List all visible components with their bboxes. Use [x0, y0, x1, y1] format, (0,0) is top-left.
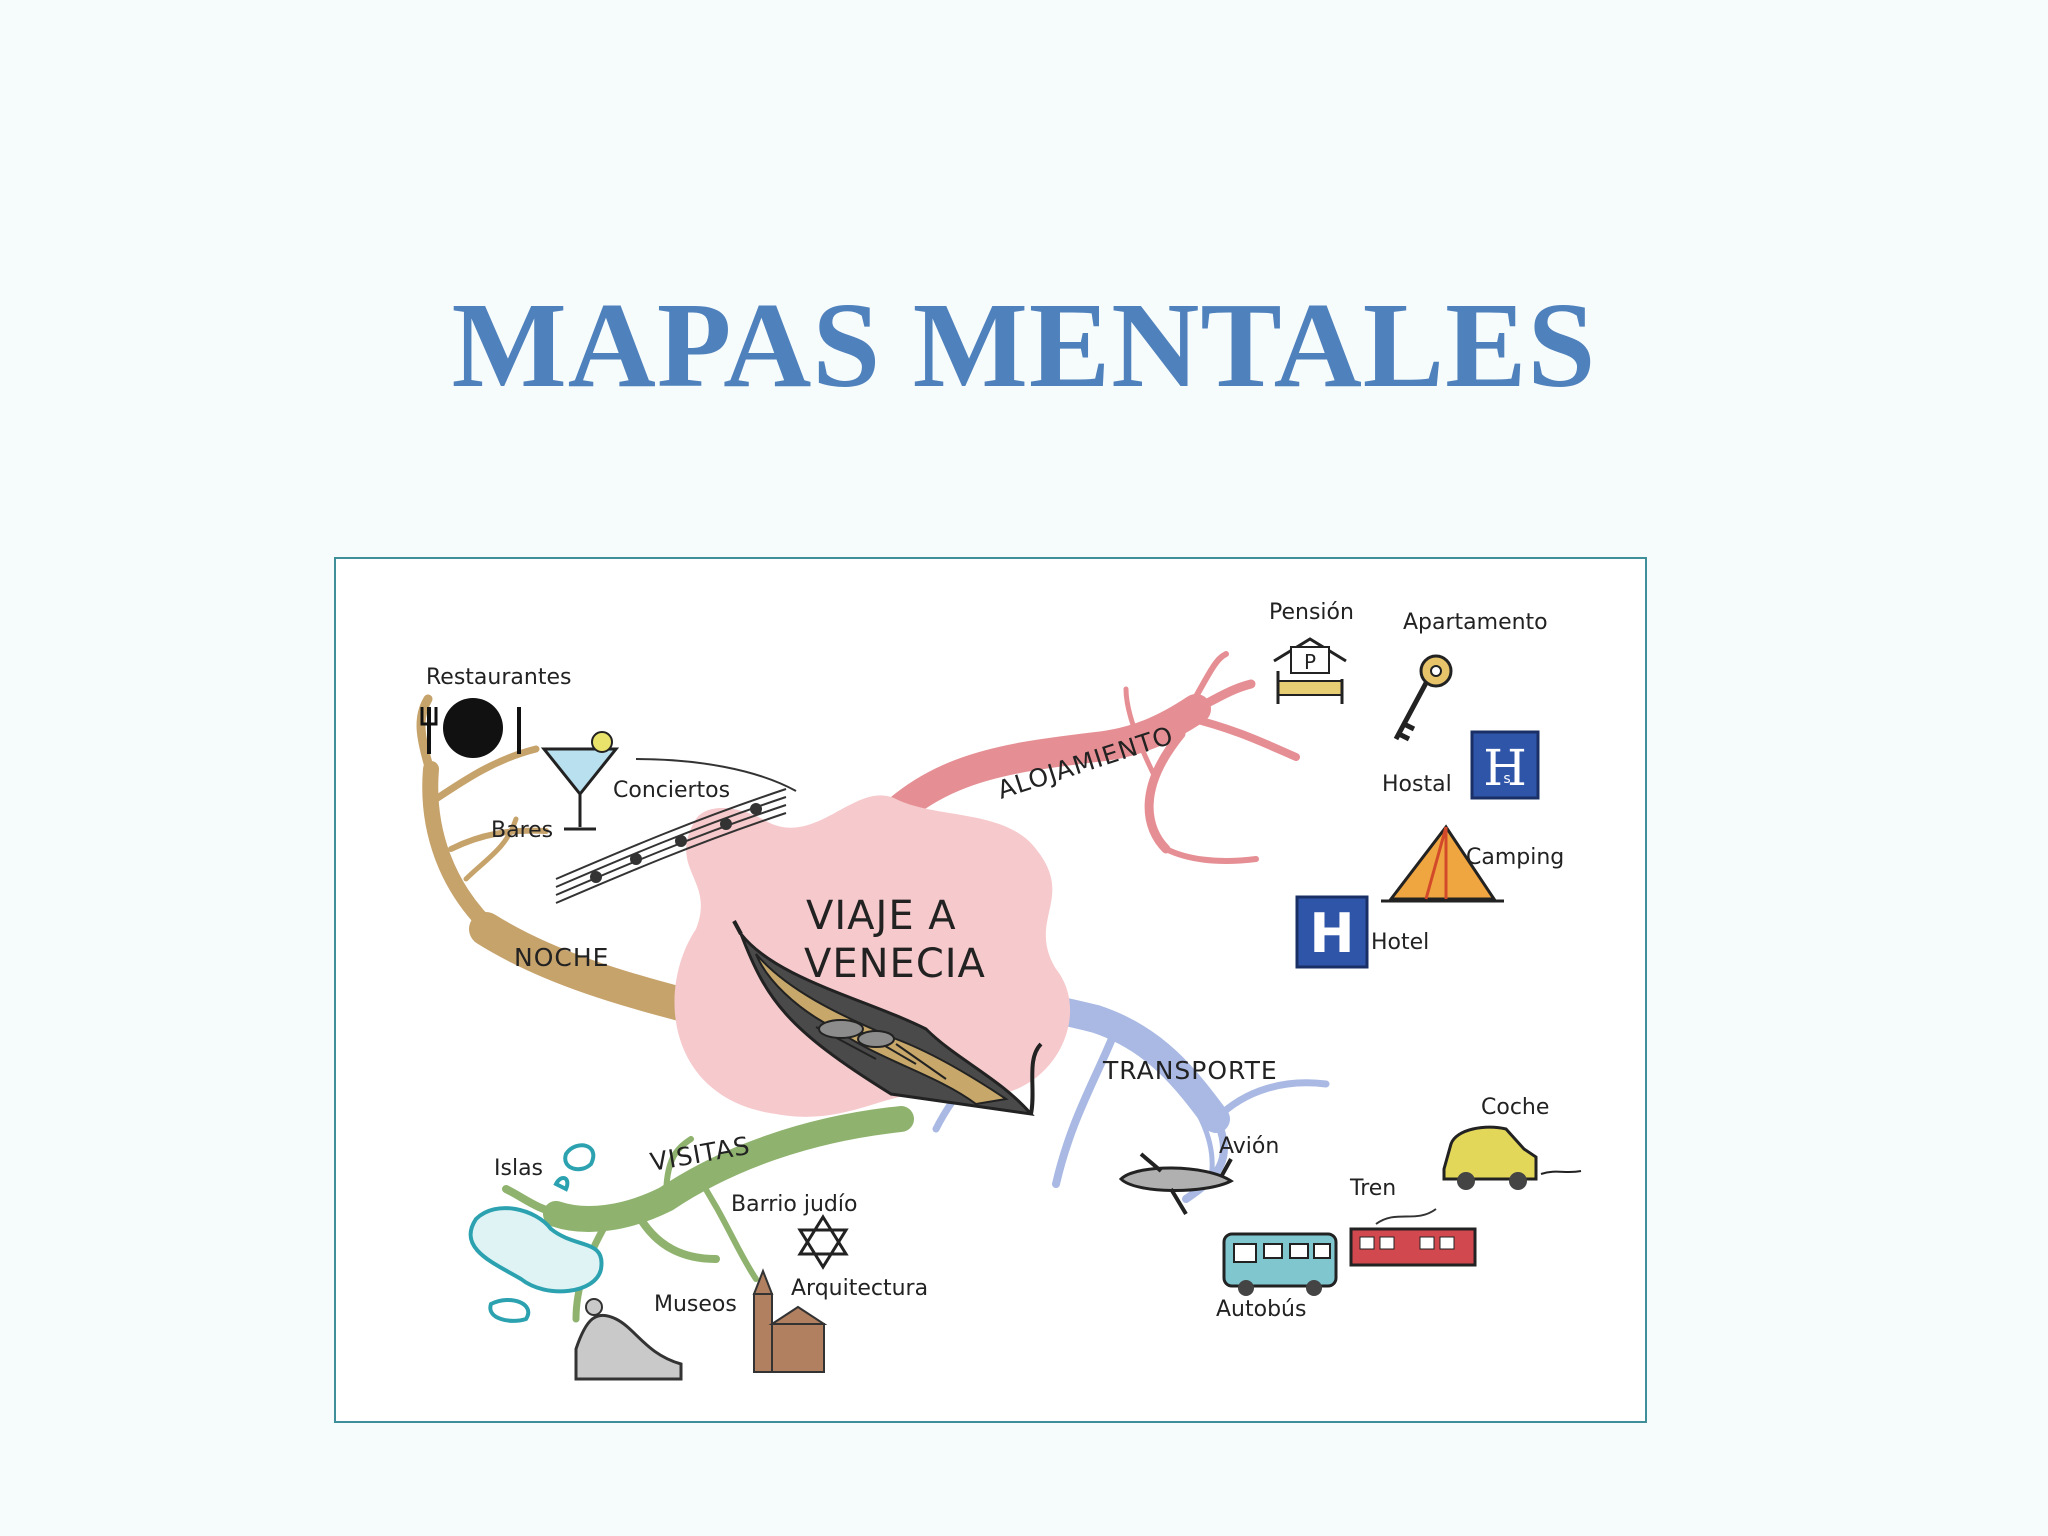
leaf-museos: Museos	[654, 1292, 737, 1317]
museum-statue-icon	[574, 1298, 683, 1381]
hotel-sign-text: H	[1309, 902, 1354, 965]
leaf-hotel: Hotel	[1371, 930, 1429, 955]
leaf-autobus: Autobús	[1216, 1297, 1306, 1322]
pension-bed-icon: P	[1273, 637, 1347, 704]
church-building-icon	[752, 1268, 828, 1373]
leaf-camping: Camping	[1466, 845, 1564, 870]
music-notes-icon	[555, 758, 797, 904]
train-icon	[1349, 1208, 1477, 1267]
camping-tent-icon	[1381, 824, 1504, 903]
leaf-pension: Pensión	[1269, 600, 1354, 625]
leaf-tren: Tren	[1349, 1176, 1396, 1201]
islands-icon	[468, 1143, 604, 1323]
branch-visitas	[502, 1106, 914, 1323]
branch-label-noche: NOCHE	[514, 943, 609, 972]
center-title-line2: VENECIA	[804, 941, 986, 987]
star-of-david-icon	[797, 1214, 849, 1270]
pension-sign-text: P	[1304, 650, 1316, 674]
center-blob	[674, 795, 1071, 1117]
leaf-bares: Bares	[491, 818, 553, 843]
hostal-sign-icon: H s	[1470, 730, 1540, 800]
cocktail-glass-icon	[540, 731, 620, 831]
airplane-icon	[1118, 1152, 1234, 1216]
restaurant-plate-icon	[420, 698, 521, 758]
hotel-sign-icon: H	[1295, 895, 1369, 969]
leaf-arquitectura: Arquitectura	[791, 1276, 928, 1301]
leaf-conciertos: Conciertos	[613, 778, 730, 803]
hostal-sign-sub: s	[1503, 771, 1510, 787]
hostal-sign-text: H	[1483, 739, 1527, 797]
leaf-restaurantes: Restaurantes	[426, 665, 571, 690]
leaf-avion: Avión	[1219, 1134, 1279, 1159]
leaf-coche: Coche	[1481, 1095, 1549, 1120]
branch-label-transporte: TRANSPORTE	[1102, 1056, 1278, 1085]
gondola-icon	[732, 920, 1043, 1117]
center-title-line1: VIAJE A	[806, 893, 957, 939]
leaf-apartamento: Apartamento	[1403, 610, 1548, 635]
slide-title: MAPAS MENTALES	[451, 278, 1597, 413]
leaf-barrio-judio: Barrio judío	[731, 1192, 857, 1217]
key-icon	[1393, 654, 1453, 742]
leaf-hostal: Hostal	[1382, 772, 1452, 797]
mind-map-figure: VIAJE A VENECIA NOCHE ALOJAMIENTO TRANSP…	[334, 557, 1647, 1423]
bus-icon	[1222, 1232, 1338, 1296]
mind-map-diagram: VIAJE A VENECIA NOCHE ALOJAMIENTO TRANSP…	[416, 600, 1582, 1381]
leaf-islas: Islas	[494, 1156, 543, 1181]
car-icon	[1442, 1125, 1582, 1190]
